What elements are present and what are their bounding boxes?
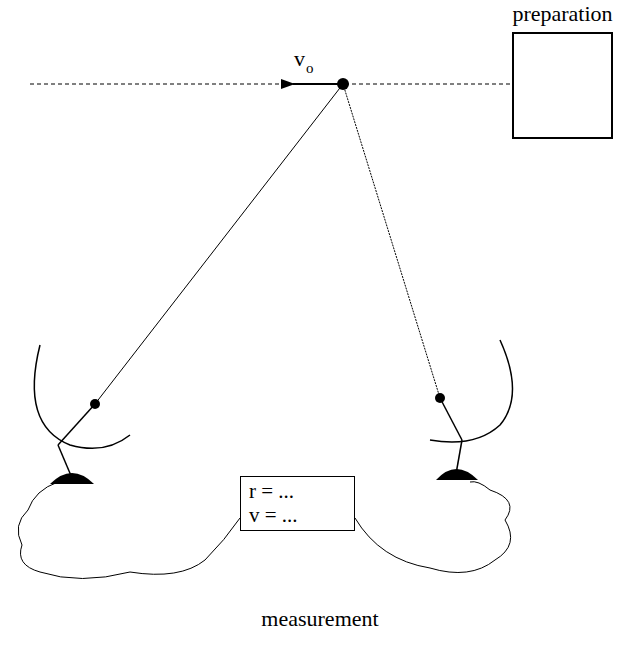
- antenna-stand: [58, 445, 72, 478]
- velocity-label: v: [294, 46, 305, 72]
- velocity-subscript: o: [306, 60, 314, 77]
- cable: [18, 482, 240, 579]
- signal-line: [95, 84, 343, 404]
- antenna-dish: [430, 340, 513, 442]
- antenna-dish: [34, 345, 130, 448]
- box-heading: preparation: [512, 1, 612, 27]
- measurement-box: r = ...v = ...: [240, 476, 355, 531]
- trajectory: [30, 84, 512, 85]
- readout-line: v = ...: [249, 503, 346, 527]
- measurement-label: measurement: [261, 606, 378, 632]
- antenna-arm: [58, 404, 95, 445]
- antenna-stand: [456, 440, 462, 474]
- antenna-feed: [435, 393, 445, 403]
- cable: [355, 482, 511, 573]
- particle: [337, 78, 349, 90]
- signal-line: [343, 84, 440, 398]
- antenna-feed: [90, 399, 100, 409]
- readout-line: r = ...: [249, 479, 346, 503]
- velocity-arrow: [293, 83, 343, 85]
- antenna-arm: [440, 398, 462, 440]
- antenna-base: [436, 469, 478, 480]
- preparation-box: preparation: [512, 32, 613, 139]
